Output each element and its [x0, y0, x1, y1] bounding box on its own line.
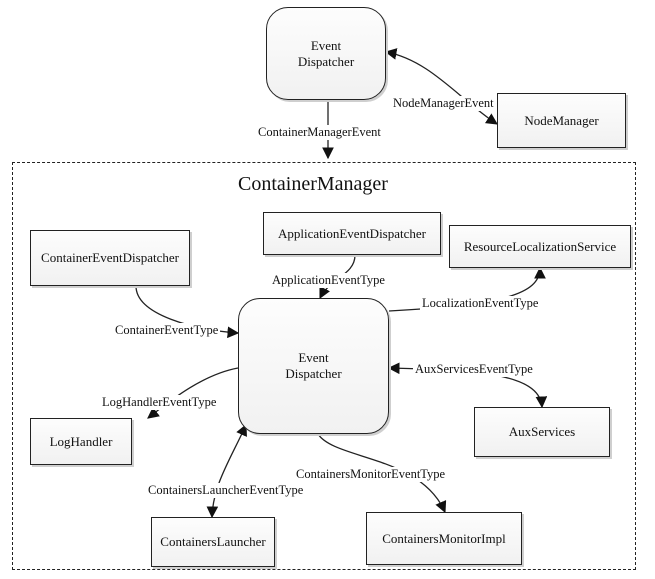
node-manager-label: NodeManager — [524, 112, 599, 128]
label-containers-monitor-event-type: ContainersMonitorEventType — [294, 467, 448, 482]
application-event-dispatcher-box: ApplicationEventDispatcher — [263, 212, 441, 255]
containers-launcher-label: ContainersLauncher — [160, 534, 266, 549]
edge-containers-launcher-event-type — [206, 423, 247, 519]
container-event-dispatcher-box: ContainerEventDispatcher — [30, 230, 190, 286]
container-event-dispatcher-label: ContainerEventDispatcher — [41, 250, 179, 265]
label-container-event-type: ContainerEventType — [113, 323, 221, 338]
log-handler-label: LogHandler — [49, 433, 113, 449]
top-event-dispatcher-line2: Dispatcher — [297, 53, 355, 69]
label-application-event-type: ApplicationEventType — [270, 273, 387, 288]
edge-container-event-type — [135, 285, 240, 339]
aux-services-box: AuxServices — [474, 407, 610, 457]
aux-services-label: AuxServices — [508, 424, 576, 439]
containers-monitor-impl-box: ContainersMonitorImpl — [366, 512, 522, 565]
label-log-handler-event-type: LogHandlerEventType — [100, 395, 219, 410]
edge-log-handler-event-type — [147, 367, 239, 419]
inner-event-dispatcher: Event Dispatcher — [238, 298, 389, 434]
container-manager-title: ContainerManager — [238, 173, 388, 195]
containers-monitor-impl-label: ContainersMonitorImpl — [382, 530, 506, 546]
resource-localization-service-box: ResourceLocalizationService — [449, 225, 631, 268]
application-event-dispatcher-label: ApplicationEventDispatcher — [277, 225, 426, 241]
container-manager-boundary — [12, 162, 636, 570]
log-handler-box: LogHandler — [30, 418, 132, 465]
top-event-dispatcher-line1: Event — [310, 37, 342, 53]
node-manager-box: NodeManager — [497, 93, 626, 148]
label-containers-launcher-event-type: ContainersLauncherEventType — [146, 483, 306, 498]
inner-event-dispatcher-line2: Dispatcher — [285, 366, 342, 381]
label-localization-event-type: LocalizationEventType — [420, 296, 541, 311]
label-container-manager-event: ContainerManagerEvent — [256, 125, 383, 140]
containers-launcher-box: ContainersLauncher — [151, 517, 275, 567]
edge-node-manager-event — [384, 48, 498, 125]
inner-event-dispatcher-line1: Event — [298, 350, 329, 365]
top-event-dispatcher: Event Dispatcher — [266, 7, 386, 100]
label-aux-services-event-type: AuxServicesEventType — [413, 362, 535, 377]
resource-localization-service-label: ResourceLocalizationService — [463, 238, 617, 254]
edge-containers-monitor-event-type — [317, 433, 447, 514]
label-node-manager-event: NodeManagerEvent — [391, 96, 496, 111]
